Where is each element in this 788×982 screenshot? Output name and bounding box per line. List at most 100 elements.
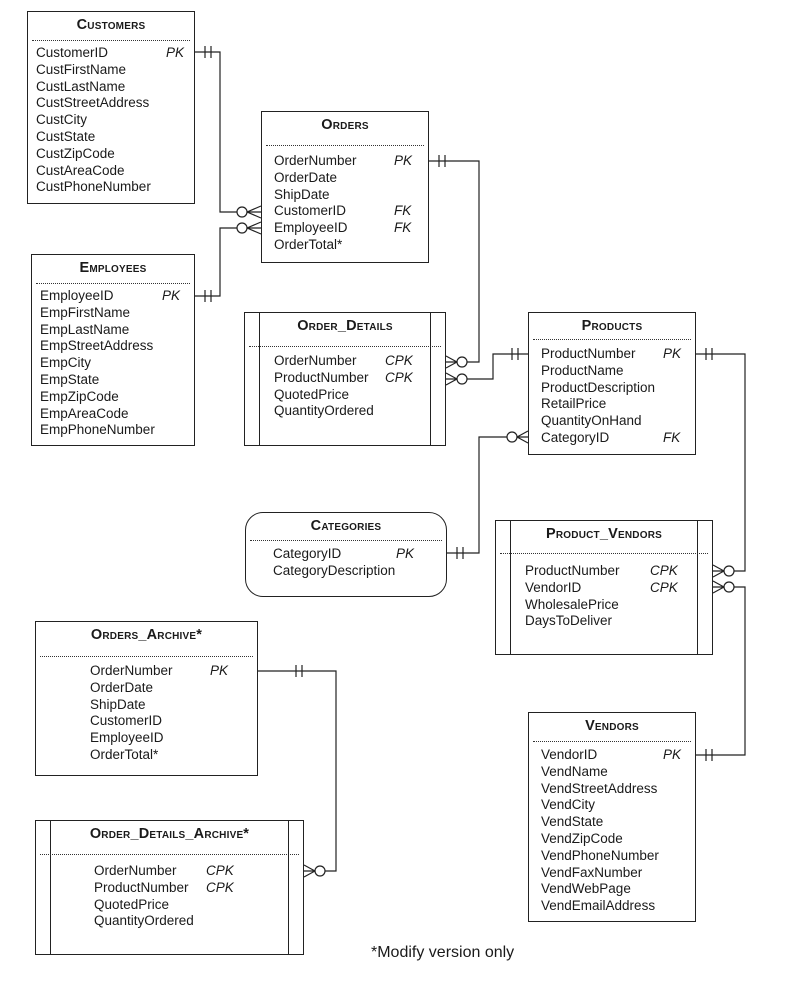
title-separator — [500, 553, 708, 554]
field-name: QuantityOrdered — [94, 913, 194, 929]
field-row: CustStreetAddress — [36, 95, 190, 112]
field-row: EmpAreaCode — [40, 406, 190, 423]
field-name: OrderDate — [90, 679, 154, 695]
rel-orders-many-emp-circle — [236, 222, 248, 234]
rel-products-one-pv — [705, 348, 713, 360]
field-name: EmpLastName — [40, 321, 130, 337]
field-name: CustLastName — [36, 78, 126, 94]
rel-pv-many-product-circle — [723, 565, 735, 577]
field-row: VendPhoneNumber — [541, 848, 691, 865]
rel-archive-details-many-foot — [303, 864, 316, 878]
field-name: QuantityOnHand — [541, 413, 642, 429]
field-name: EmpStreetAddress — [40, 338, 154, 354]
rel-products-many-cat-foot — [516, 430, 529, 444]
rel-orders-many-emp-foot — [246, 221, 262, 235]
title-separator — [533, 741, 691, 742]
field-row: QuantityOnHand — [541, 413, 691, 430]
entity-title: Products — [581, 318, 643, 334]
field-name: EmpAreaCode — [40, 405, 129, 421]
field-row: EmpPhoneNumber — [40, 422, 190, 439]
field-row: CategoryDescription — [273, 563, 442, 580]
field-name: CustPhoneNumber — [36, 179, 151, 195]
field-row: EmpStreetAddress — [40, 338, 190, 355]
field-name: EmpPhoneNumber — [40, 422, 155, 438]
field-row: CustCity — [36, 112, 190, 129]
rel-details-many-product-circle — [456, 373, 468, 385]
rel-orders-many-cust-circle — [236, 206, 248, 218]
field-key: CPK — [650, 563, 678, 578]
field-name: OrderDate — [274, 169, 338, 185]
rel-categories-one — [456, 547, 464, 559]
rel-pv-many-product-foot — [712, 564, 725, 578]
rel-orders-details-line — [429, 160, 480, 363]
rel-employees-orders-line — [195, 227, 237, 297]
rel-orders-one — [438, 155, 446, 167]
field-name: QuotedPrice — [274, 386, 350, 402]
field-name: OrderTotal* — [90, 746, 159, 762]
field-row: ProductName — [541, 363, 691, 380]
field-name: CustState — [36, 128, 96, 144]
rel-details-many-product-foot — [445, 372, 458, 386]
field-row: EmpCity — [40, 355, 190, 372]
field-row: CustLastName — [36, 79, 190, 96]
title-separator — [36, 283, 190, 284]
field-name: VendPhoneNumber — [541, 847, 659, 863]
entity-title: Vendors — [585, 718, 639, 734]
field-name: ProductNumber — [94, 879, 189, 895]
field-row: OrderDate — [90, 680, 253, 697]
entity-title: Customers — [76, 17, 146, 33]
title-separator — [32, 40, 190, 41]
field-row: WholesalePrice — [525, 597, 708, 614]
field-name: EmployeeID — [90, 730, 164, 746]
field-name: CustomerID — [36, 45, 109, 60]
field-row: CustState — [36, 129, 190, 146]
field-row: ShipDate — [274, 187, 424, 204]
field-name: ProductNumber — [525, 563, 620, 578]
rel-archive-details-many-circle — [314, 865, 326, 877]
field-row: CustFirstName — [36, 62, 190, 79]
field-key: CPK — [385, 369, 413, 385]
field-row: OrderDate — [274, 170, 424, 187]
rel-employees-one — [204, 290, 212, 302]
field-name: CategoryDescription — [273, 562, 396, 578]
rel-customers-orders-line — [195, 51, 237, 213]
field-row: ShipDate — [90, 697, 253, 714]
field-name: CategoryID — [273, 546, 342, 561]
field-key: CPK — [650, 579, 678, 595]
field-row: VendZipCode — [541, 831, 691, 848]
field-name: CustomerID — [90, 713, 163, 729]
field-name: OrderTotal* — [274, 236, 343, 252]
field-name: QuotedPrice — [94, 896, 170, 912]
field-row: QuotedPrice — [274, 387, 441, 404]
field-row: VendName — [541, 764, 691, 781]
field-row: EmpState — [40, 372, 190, 389]
title-separator — [533, 339, 691, 340]
field-name: VendCity — [541, 797, 596, 813]
field-name: ProductName — [541, 362, 624, 378]
field-row: QuantityOrdered — [94, 913, 299, 930]
field-name: CustAreaCode — [36, 162, 125, 178]
field-row: VendEmailAddress — [541, 898, 691, 915]
field-name: CustStreetAddress — [36, 95, 150, 111]
field-name: VendName — [541, 763, 608, 779]
field-row: CustomerID — [90, 713, 253, 730]
